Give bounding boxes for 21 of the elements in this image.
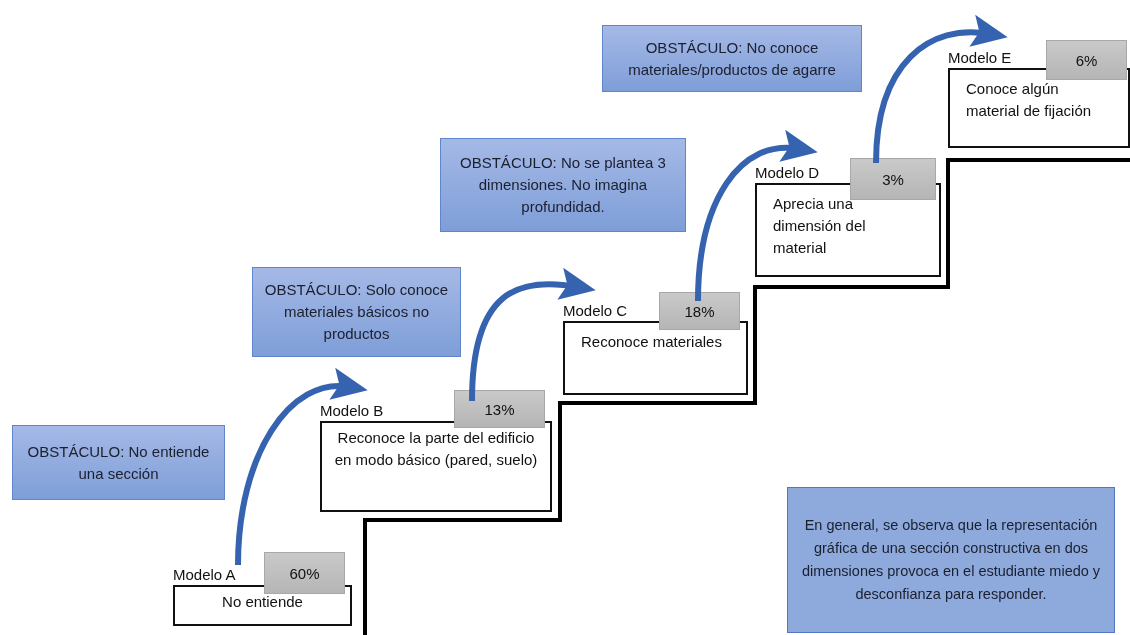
percentage-box: 18% (659, 292, 740, 330)
percentage-box: 3% (850, 158, 936, 200)
percentage-box: 6% (1046, 40, 1127, 80)
obstacle-box: OBSTÁCULO: Solo conoce materiales básicos no productos (252, 267, 461, 357)
curved-arrow (235, 369, 368, 566)
model-heading: Modelo E (948, 48, 1012, 68)
obstacle-box: OBSTÁCULO: No conoce materiales/productos de agarre (602, 25, 862, 92)
percentage-box: 13% (454, 390, 545, 428)
model-heading: Modelo C (563, 301, 628, 321)
curved-arrow (873, 15, 1008, 164)
summary-box: En general, se observa que la representación gráfica de una sección constructiva en dos dimensiones provoca en el estudiante miedo y desconfianza para responder. (787, 487, 1115, 633)
model-description-box: Reconoce materiales (563, 321, 748, 395)
model-heading: Modelo A (173, 565, 236, 585)
obstacle-box: OBSTÁCULO: No se plantea 3 dimensiones. No imagina profundidad. (440, 138, 686, 232)
model-description-box: Reconoce la parte del edificio en modo básico (pared, suelo) (320, 421, 552, 512)
curved-arrow (695, 131, 818, 302)
model-heading: Modelo D (755, 163, 820, 183)
model-heading: Modelo B (320, 401, 384, 421)
percentage-box: 60% (264, 552, 345, 594)
obstacle-box: OBSTÁCULO: No entiende una sección (12, 425, 225, 500)
model-description-box: Conoce algún material de fijación (948, 68, 1130, 148)
